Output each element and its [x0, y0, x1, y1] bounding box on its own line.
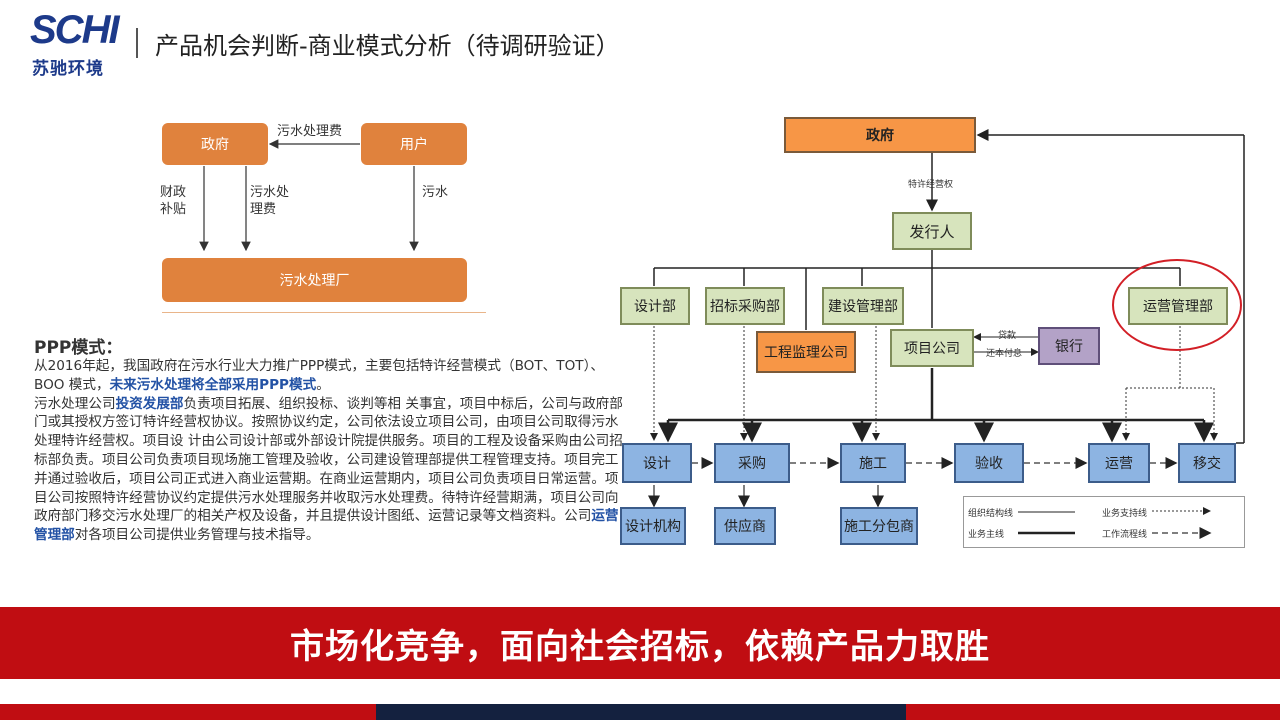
- legend-main-line: 业务主线: [968, 530, 1005, 540]
- footer-bar-center: [376, 704, 906, 720]
- company-logo: SCHI 苏驰环境: [30, 8, 125, 79]
- org-supervision: 工程监理公司: [756, 331, 856, 373]
- ppp-p1-text: 从2016年起，我国政府在污水行业大力推广PPP模式，主要包括特许经营模式（BO…: [34, 358, 604, 393]
- sewage-label: 污水: [422, 185, 449, 200]
- design-org: 设计机构: [620, 507, 686, 545]
- legend-org-line: 组织结构线: [968, 509, 1014, 519]
- org-issuer: 发行人: [892, 212, 972, 250]
- org-government: 政府: [784, 117, 976, 153]
- fee-label-side: 污水处 理费: [250, 185, 290, 217]
- left-government-box: 政府: [162, 123, 268, 165]
- footer-bar-left: [0, 704, 376, 720]
- supplier: 供应商: [714, 507, 776, 545]
- ppp-p2-highlight-2: 运营管理部: [34, 508, 619, 544]
- loan-label: 贷款: [998, 331, 1017, 341]
- logo-mark: SCHI: [30, 8, 120, 52]
- stage-accept: 验收: [954, 443, 1024, 483]
- ppp-p2-highlight-1: 投资发展部: [115, 395, 184, 412]
- slogan-text: 市场化竞争，面向社会招标，依赖产品力取胜: [290, 626, 990, 667]
- stage-transfer: 移交: [1178, 443, 1236, 483]
- fee-label-top: 污水处理费: [277, 124, 343, 139]
- org-construction-dept: 建设管理部: [822, 287, 904, 325]
- ppp-body: 从2016年起，我国政府在污水行业大力推广PPP模式，主要包括特许经营模式（BO…: [34, 357, 624, 545]
- ppp-paragraph-1: 从2016年起，我国政府在污水行业大力推广PPP模式，主要包括特许经营模式（BO…: [34, 357, 624, 395]
- left-plant-box: 污水处理厂: [162, 258, 467, 302]
- org-project-company: 项目公司: [890, 329, 974, 367]
- ppp-p2-text-b: 负责项目拓展、组织投标、谈判等相 关事宜，项目中标后，公司与政府部门或其授权方签…: [34, 395, 623, 525]
- slogan-banner: [0, 607, 1280, 679]
- ppp-p2-text-a: 污水处理公司: [34, 395, 116, 412]
- logo-name: 苏驰环境: [32, 59, 104, 79]
- subcontractor: 施工分包商: [840, 507, 918, 545]
- org-design-dept: 设计部: [620, 287, 690, 325]
- stage-operate: 运营: [1088, 443, 1150, 483]
- left-flow-arrows: [199, 139, 419, 252]
- left-user-box: 用户: [361, 123, 467, 165]
- org-bank: 银行: [1038, 327, 1100, 365]
- ppp-p1-highlight: 未来污水处理将全部采用PPP模式: [109, 376, 317, 393]
- page-title: 产品机会判断-商业模式分析（待调研验证）: [155, 32, 620, 60]
- stage-design: 设计: [622, 443, 692, 483]
- header-divider: [136, 28, 138, 58]
- ppp-heading: PPP模式：: [34, 338, 123, 358]
- subsidy-label: 财政 补贴: [160, 185, 187, 217]
- ppp-p2-text-c: 对各项目公司提供业务管理与技术指导。: [74, 527, 320, 544]
- franchise-label: 特许经营权: [908, 180, 954, 190]
- org-bidding-dept: 招标采购部: [705, 287, 785, 325]
- right-diagram-connectors: [648, 129, 1245, 539]
- footer-bar-right: [906, 704, 1280, 720]
- stage-procure: 采购: [714, 443, 790, 483]
- diagram-legend: [963, 496, 1245, 548]
- legend-support-line: 业务支持线: [1102, 509, 1148, 519]
- stage-build: 施工: [840, 443, 906, 483]
- left-baseline: [162, 312, 486, 313]
- ppp-paragraph-2: 污水处理公司投资发展部负责项目拓展、组织投标、谈判等相 关事宜，项目中标后，公司…: [34, 395, 624, 545]
- ppp-p1-end: 。: [316, 376, 330, 393]
- repay-label: 还本付息: [986, 349, 1023, 359]
- legend-flow-line: 工作流程线: [1102, 530, 1148, 540]
- ops-dept-highlight-circle: [1112, 259, 1242, 351]
